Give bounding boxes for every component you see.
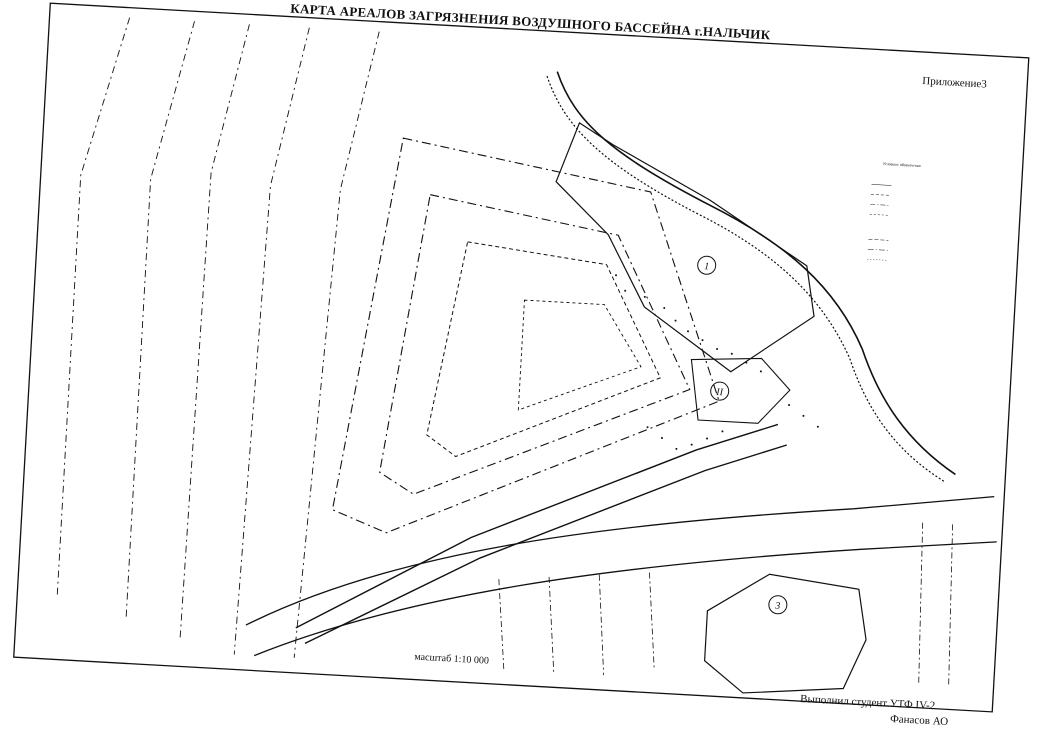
area-outer	[331, 137, 720, 534]
map-title: КАРТА АРЕАЛОВ ЗАГРЯЗНЕНИЯ ВОЗДУШНОГО БАС…	[290, 1, 771, 43]
road-north-edge	[295, 423, 779, 629]
isolines-left	[56, 17, 380, 658]
map-sheet: Условные обозначения 1 II 3 КАРТА АРЕАЛО…	[13, 1, 1030, 713]
area-inner	[426, 241, 662, 458]
area-core	[517, 299, 642, 411]
svg-text:3: 3	[774, 601, 781, 612]
zone-3-boundary	[704, 573, 867, 694]
river-bank	[546, 71, 956, 483]
author-line-1: Выполнил студент УТФ IV-2	[800, 693, 936, 712]
zone-marker-1: 1	[697, 255, 717, 275]
annex-label: Приложение3	[922, 75, 988, 91]
svg-text:1: 1	[704, 261, 710, 272]
zone-1-boundary	[555, 122, 815, 373]
hatching	[615, 274, 819, 450]
author-line-2: Фанасов АО	[890, 713, 949, 728]
legend: Условные обозначения	[867, 161, 922, 261]
zone-marker-3: 3	[768, 595, 788, 615]
zone-marker-2: II	[710, 381, 730, 401]
svg-text:II: II	[715, 387, 724, 398]
sheet-border	[13, 2, 1030, 713]
scale-label: масштаб 1:10 000	[414, 652, 489, 667]
road-north-edge-2	[304, 444, 787, 645]
isolines-south	[498, 522, 954, 685]
legend-title: Условные обозначения	[883, 161, 922, 168]
zone-2-boundary	[690, 357, 791, 424]
pollution-areas	[295, 137, 787, 645]
road-south	[245, 496, 997, 657]
area-middle	[379, 194, 691, 495]
